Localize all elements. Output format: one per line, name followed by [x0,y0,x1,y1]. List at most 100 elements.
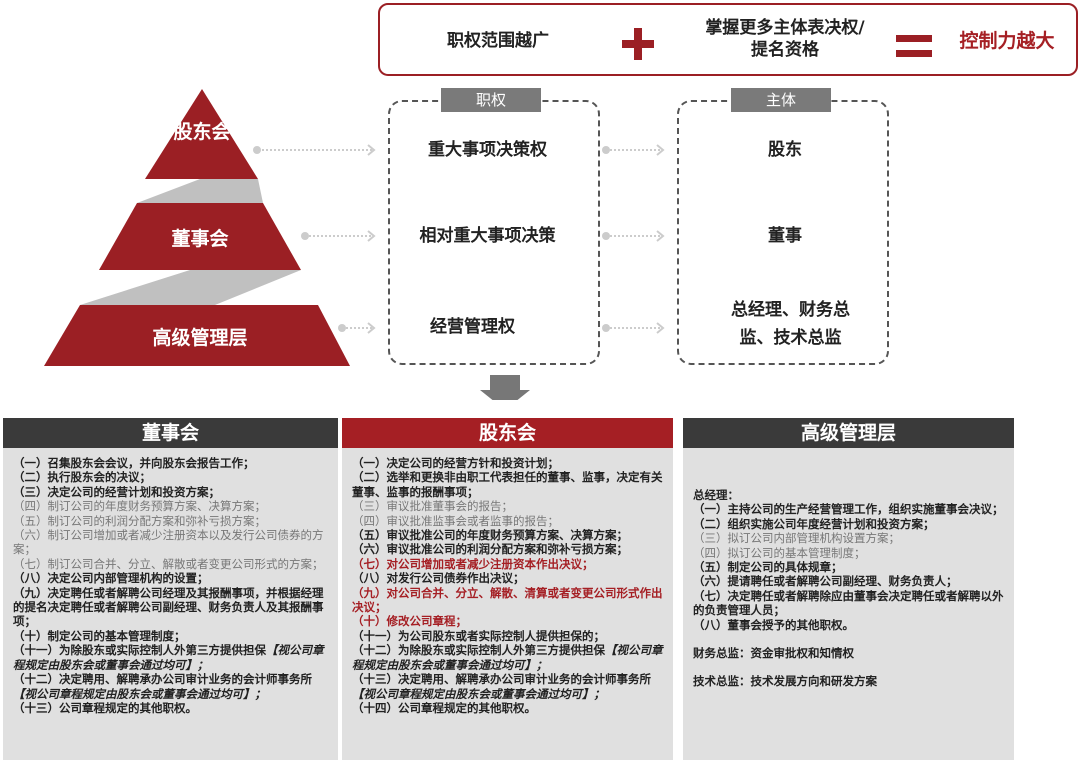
panel-list-item: （七）制订公司合并、分立、解散或者变更公司形式的方案； [13,557,330,571]
panel-list-item: （十三）公司章程规定的其他职权。 [13,701,330,715]
item-text: （三）拟订公司内部管理机构设置方案； [693,531,900,546]
pyramid-connector [80,270,301,305]
panel-management: 高级管理层 总经理：（一）主持公司的生产经营管理工作，组织实施董事会决议；（二）… [683,418,1014,760]
panel-body: （一）决定公司的经营方针和投资计划；（二）选举和更换非由职工代表担任的董事、监事… [342,448,673,715]
power-item: 经营管理权 [430,317,515,337]
pyramid [44,89,376,366]
panel-list-item: （八）董事会授予的其他职权。 [693,618,1006,632]
pyramid-connector [137,179,263,203]
panel-list-item: （十）修改公司章程； [352,614,665,628]
summary-item-voting: 掌握更多主体表决权/提名资格 [705,18,865,60]
subject-item: 总经理、财务总监、技术总监 [731,300,850,348]
panel-list-item: （五）审议批准公司的年度财务预算方案、决算方案； [352,528,665,542]
panel-list-item: （四）制订公司的年度财务预算方案、决算方案； [13,499,330,513]
item-text: （八）董事会授予的其他职权。 [693,617,854,632]
summary-result: 控制力越大 [959,30,1055,52]
panel-list-item: （十四）公司章程规定的其他职权。 [352,701,665,715]
item-text: （二）执行股东会的决议； [13,470,151,485]
panel-list-item: （一）决定公司的经营方针和投资计划； [352,456,665,470]
item-note: 【视公司章程规定由股东会或董事会通过均可】； [13,686,266,701]
item-text: （十一）为公司股东或者实际控制人提供担保的； [352,628,605,643]
panel-list-item: （七）对公司增加或者减少注册资本作出决议； [352,557,665,571]
panel-list-item: （十）制定公司的基本管理制度； [13,629,330,643]
power-box-label: 职权 [441,88,541,112]
item-text: （十三）决定聘用、解聘承办公司审计业务的会计师事务所 [352,672,651,687]
panel-board: 董事会 （一）召集股东会会议，并向股东会报告工作；（二）执行股东会的决议；（三）… [3,418,338,760]
power-item: 相对重大事项决策 [419,226,556,246]
item-text: （三）审议批准董事会的报告； [352,499,513,514]
panel-title: 董事会 [3,418,338,448]
item-text: （七）对公司增加或者减少注册资本作出决议； [352,556,594,571]
panel-list-item: （五）制定公司的具体规章； [693,560,1006,574]
panel-list-item: （八）决定公司内部管理机构的设置； [13,571,330,585]
item-text: （六）制订公司增加或者减少注册资本以及发行公司债券的方案； [13,528,324,557]
subject-item: 董事 [768,226,802,246]
panel-list-item: （二）组织实施公司年度经营计划和投资方案； [693,517,1006,531]
panel-list-item: （二）执行股东会的决议； [13,470,330,484]
item-text: （六）审议批准公司的利润分配方案和弥补亏损方案； [352,542,628,557]
item-note: 【视公司章程规定由股东会或董事会通过均可】； [352,686,605,701]
panel-title: 股东会 [342,418,673,448]
panel-title: 高级管理层 [683,418,1014,448]
item-text: （一）召集股东会会议，并向股东会报告工作； [13,456,255,470]
panel-body: （一）召集股东会会议，并向股东会报告工作；（二）执行股东会的决议；（三）决定公司… [3,448,338,715]
subject-box-label: 主体 [731,88,831,112]
panel-list-item: （五）制订公司的利润分配方案和弥补亏损方案； [13,514,330,528]
panel-list-item: （九）对公司合并、分立、解散、清算或者变更公司形式作出决议； [352,586,665,615]
item-text: （七）制订公司合并、分立、解散或者变更公司形式的方案； [13,556,324,571]
item-text: （一）决定公司的经营方针和投资计划； [352,456,559,470]
panel-shareholders: 股东会 （一）决定公司的经营方针和投资计划；（二）选举和更换非由职工代表担任的董… [342,418,673,760]
pyramid-level-board [99,203,301,270]
panel-list-item: 总经理： [693,488,1006,502]
panel-list-item: （十三）决定聘用、解聘承办公司审计业务的会计师事务所【视公司章程规定由股东会或董… [352,672,665,701]
item-text: （四）拟订公司的基本管理制度； [693,545,866,560]
pyramid-level-shareholders [145,89,258,179]
item-text: （二）选举和更换非由职工代表担任的董事、监事，决定有关董事、监事的报酬事项； [352,470,663,499]
panel-list-item: （四）审议批准监事会或者监事的报告； [352,514,665,528]
item-text: （八）决定公司内部管理机构的设置； [13,571,209,586]
item-note: 【视公司章程规定由股东会或董事会通过均可】； [13,643,324,672]
item-text: （十二）决定聘用、解聘承办公司审计业务的会计师事务所 [13,672,312,687]
panel-list-item: （十二）决定聘用、解聘承办公司审计业务的会计师事务所【视公司章程规定由股东会或董… [13,672,330,701]
plus-icon [622,28,654,60]
item-text: （四）制订公司的年度财务预算方案、决算方案； [13,499,266,514]
panel-list-item: （四）拟订公司的基本管理制度； [693,546,1006,560]
panel-list-item: （三）拟订公司内部管理机构设置方案； [693,531,1006,545]
pyramid-label-management: 高级管理层 [152,327,248,349]
item-text: （九）决定聘任或者解聘公司经理及其报酬事项，并根据经理的提名决定聘任或者解聘公司… [13,585,324,629]
panel-body: 总经理：（一）主持公司的生产经营管理工作，组织实施董事会决议；（二）组织实施公司… [683,448,1014,689]
panel-list-item: （六）审议批准公司的利润分配方案和弥补亏损方案； [352,542,665,556]
item-text: （六）提请聘任或者解聘公司副经理、财务负责人； [693,574,958,589]
summary-box [378,3,1078,76]
panel-list-item: （三）审议批准董事会的报告； [352,499,665,513]
dotted-arrows-right [480,144,665,400]
item-text: （十二）为除股东或实际控制人外第三方提供担保 [352,643,605,658]
item-text: （十一）为除股东或实际控制人外第三方提供担保 [13,643,266,658]
panel-list-item: （一）主持公司的生产经营管理工作，组织实施董事会决议； [693,502,1006,516]
equals-icon [896,35,932,57]
item-text: （九）对公司合并、分立、解散、清算或者变更公司形式作出决议； [352,585,663,615]
panel-list-item: （九）决定聘任或者解聘公司经理及其报酬事项，并根据经理的提名决定聘任或者解聘公司… [13,586,330,629]
item-text: （十四）公司章程规定的其他职权。 [352,700,536,715]
item-text: （八）对发行公司债券作出决议； [352,571,525,586]
item-text: 技术总监：技术发展方向和研发方案 [693,674,877,689]
panel-list-item: 技术总监：技术发展方向和研发方案 [693,674,1006,688]
panel-list-item: （一）召集股东会会议，并向股东会报告工作； [13,456,330,470]
panel-list-item: （三）决定公司的经营计划和投资方案； [13,485,330,499]
panel-list-item: （八）对发行公司债券作出决议； [352,571,665,585]
panel-list-item: （二）选举和更换非由职工代表担任的董事、监事，决定有关董事、监事的报酬事项； [352,470,665,499]
item-text: （二）组织实施公司年度经营计划和投资方案； [693,516,935,531]
item-text: （七）决定聘任或者解聘除应由董事会决定聘任或者解聘以外的负责管理人员； [693,588,1004,618]
pyramid-label-board: 董事会 [171,228,229,250]
item-text: （一）主持公司的生产经营管理工作，组织实施董事会决议； [693,502,1004,517]
item-text: （三）决定公司的经营计划和投资方案； [13,484,220,499]
item-text: （五）制定公司的具体规章； [693,560,843,575]
panel-list-item: （六）制订公司增加或者减少注册资本以及发行公司债券的方案； [13,528,330,557]
pyramid-label-shareholders: 股东会 [173,121,231,143]
item-text: （四）审议批准监事会或者监事的报告； [352,513,559,528]
item-text: （五）审议批准公司的年度财务预算方案、决算方案； [352,528,628,543]
item-text: 财务总监：资金审批权和知情权 [693,646,854,661]
item-text: （十）修改公司章程； [352,614,467,629]
subject-item: 股东 [768,140,802,160]
item-note: 【视公司章程规定由股东会或董事会通过均可】； [352,643,663,672]
